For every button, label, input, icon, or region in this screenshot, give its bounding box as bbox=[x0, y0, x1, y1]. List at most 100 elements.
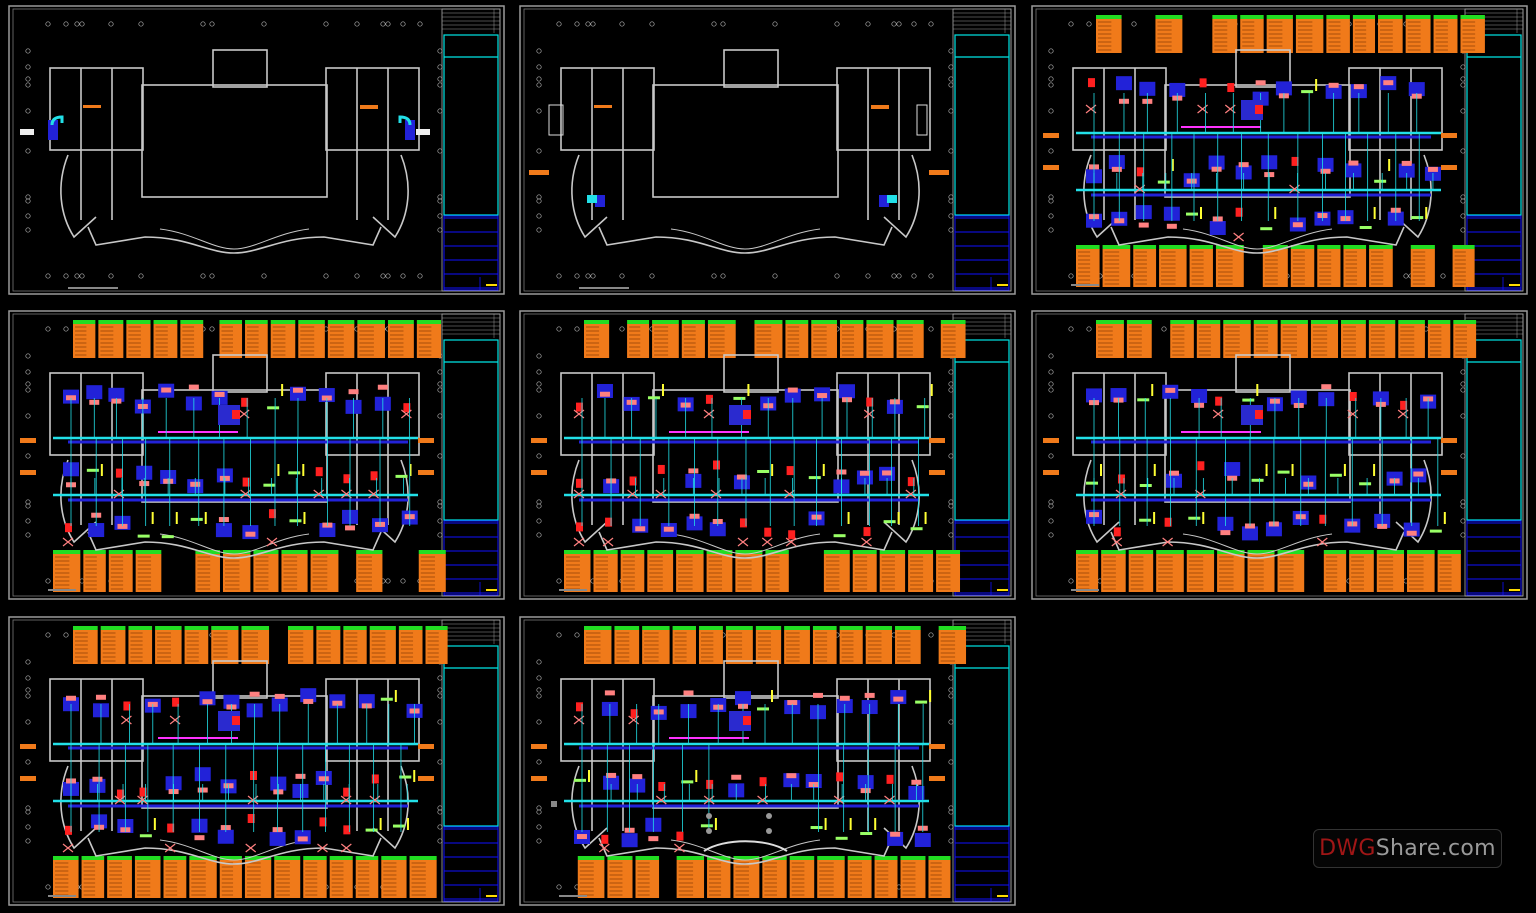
diffuser bbox=[1377, 523, 1388, 529]
grid-bubble bbox=[437, 532, 443, 538]
drawing-sheet-3[interactable] bbox=[1031, 5, 1528, 295]
damper bbox=[379, 818, 382, 830]
grid-bubble bbox=[1440, 273, 1446, 279]
drawing-sheet-4[interactable] bbox=[8, 310, 505, 600]
equipment bbox=[907, 477, 915, 487]
drawing-sheet-6[interactable] bbox=[1031, 310, 1528, 600]
damper bbox=[1171, 159, 1174, 171]
label-block bbox=[357, 324, 385, 358]
equipment bbox=[319, 817, 327, 827]
label-header bbox=[303, 856, 327, 860]
label-header bbox=[134, 856, 161, 860]
equipment bbox=[601, 834, 609, 844]
diffuser bbox=[786, 773, 797, 779]
grid-bubble bbox=[1048, 369, 1054, 375]
damper bbox=[847, 512, 850, 524]
drawing-sheet-7[interactable] bbox=[8, 616, 505, 906]
label-header bbox=[222, 550, 251, 554]
grille bbox=[1260, 227, 1273, 231]
diffuser bbox=[377, 384, 388, 390]
grid-bubble bbox=[209, 273, 215, 279]
grid-bubble bbox=[437, 413, 443, 419]
exhaust-fan bbox=[340, 843, 352, 853]
grid-bubble bbox=[437, 381, 443, 387]
grid-bubble bbox=[1086, 21, 1092, 27]
exhaust-fan bbox=[62, 537, 74, 547]
sheet-title-text bbox=[559, 589, 587, 591]
label-block bbox=[785, 324, 809, 358]
label-block bbox=[387, 324, 414, 358]
grid-bubble bbox=[25, 499, 31, 505]
sheet-border bbox=[8, 616, 505, 906]
label-block bbox=[1170, 324, 1194, 358]
grid-bubble bbox=[649, 273, 655, 279]
exhaust-fan bbox=[62, 843, 74, 853]
label-tag bbox=[83, 105, 101, 108]
label-block bbox=[100, 630, 126, 664]
label-header bbox=[811, 320, 837, 324]
grid-bubble bbox=[1048, 76, 1054, 82]
drawing-sheet-5[interactable] bbox=[519, 310, 1016, 600]
diffuser bbox=[859, 470, 870, 476]
grid-bubble bbox=[200, 21, 206, 27]
equipment bbox=[1113, 527, 1121, 537]
grid-bubble bbox=[1048, 453, 1054, 459]
label-header bbox=[81, 856, 105, 860]
fan-coil-unit bbox=[1224, 462, 1241, 477]
equipment bbox=[1199, 78, 1207, 88]
title-block bbox=[441, 619, 501, 903]
label-tag bbox=[1043, 438, 1059, 443]
diffuser bbox=[1165, 387, 1176, 393]
grid-bubble bbox=[437, 809, 443, 815]
grid-bubble bbox=[437, 719, 443, 725]
equipment bbox=[836, 772, 844, 782]
grid-bubble bbox=[1460, 108, 1466, 114]
diffuser bbox=[787, 387, 798, 393]
floor-plan-drawing bbox=[8, 310, 505, 600]
grid-bubble bbox=[556, 326, 562, 332]
grid-bubble bbox=[1460, 148, 1466, 154]
grid-bubble bbox=[1048, 227, 1054, 233]
label-header bbox=[652, 320, 679, 324]
label-header bbox=[369, 626, 396, 630]
label-block bbox=[1266, 19, 1293, 53]
drawing-sheet-2[interactable] bbox=[519, 5, 1016, 295]
grid-bubble bbox=[25, 64, 31, 70]
grid-bubble bbox=[896, 21, 902, 27]
label-block bbox=[398, 630, 423, 664]
label-header bbox=[1410, 245, 1435, 249]
fan-coil-unit bbox=[1108, 155, 1125, 170]
label-header bbox=[698, 626, 723, 630]
floor-plan-drawing bbox=[1031, 310, 1528, 600]
grid-bubble bbox=[1460, 227, 1466, 233]
drawing-sheet-1[interactable] bbox=[8, 5, 505, 295]
exhaust-fan bbox=[785, 537, 797, 547]
fan-coil-unit bbox=[165, 776, 182, 791]
label-tag bbox=[1441, 470, 1457, 475]
label-header bbox=[211, 626, 239, 630]
equipment bbox=[242, 477, 250, 487]
grille bbox=[1139, 484, 1152, 488]
wall-stair-core bbox=[1235, 354, 1291, 393]
label-block bbox=[73, 324, 96, 358]
equipment bbox=[886, 774, 894, 784]
grid-bubble bbox=[437, 227, 443, 233]
label-header bbox=[425, 626, 448, 630]
grid-bubble bbox=[437, 453, 443, 459]
drawing-sheet-8[interactable] bbox=[519, 616, 1016, 906]
damper bbox=[204, 512, 207, 524]
grid-bubble bbox=[25, 675, 31, 681]
label-header bbox=[1159, 245, 1187, 249]
label-header bbox=[564, 550, 591, 554]
grid-bubble bbox=[400, 273, 406, 279]
equipment bbox=[343, 787, 351, 797]
diffuser bbox=[1211, 166, 1222, 172]
damper bbox=[100, 464, 103, 476]
grid-bubble bbox=[556, 273, 562, 279]
watermark-logo: DWGShare.com bbox=[1313, 829, 1502, 868]
exhaust-fan bbox=[573, 715, 585, 725]
duct-elbow bbox=[398, 115, 412, 126]
title-block-yellow-mark bbox=[997, 284, 1008, 286]
grid-bubble bbox=[948, 227, 954, 233]
wall-curve-left bbox=[60, 154, 97, 239]
